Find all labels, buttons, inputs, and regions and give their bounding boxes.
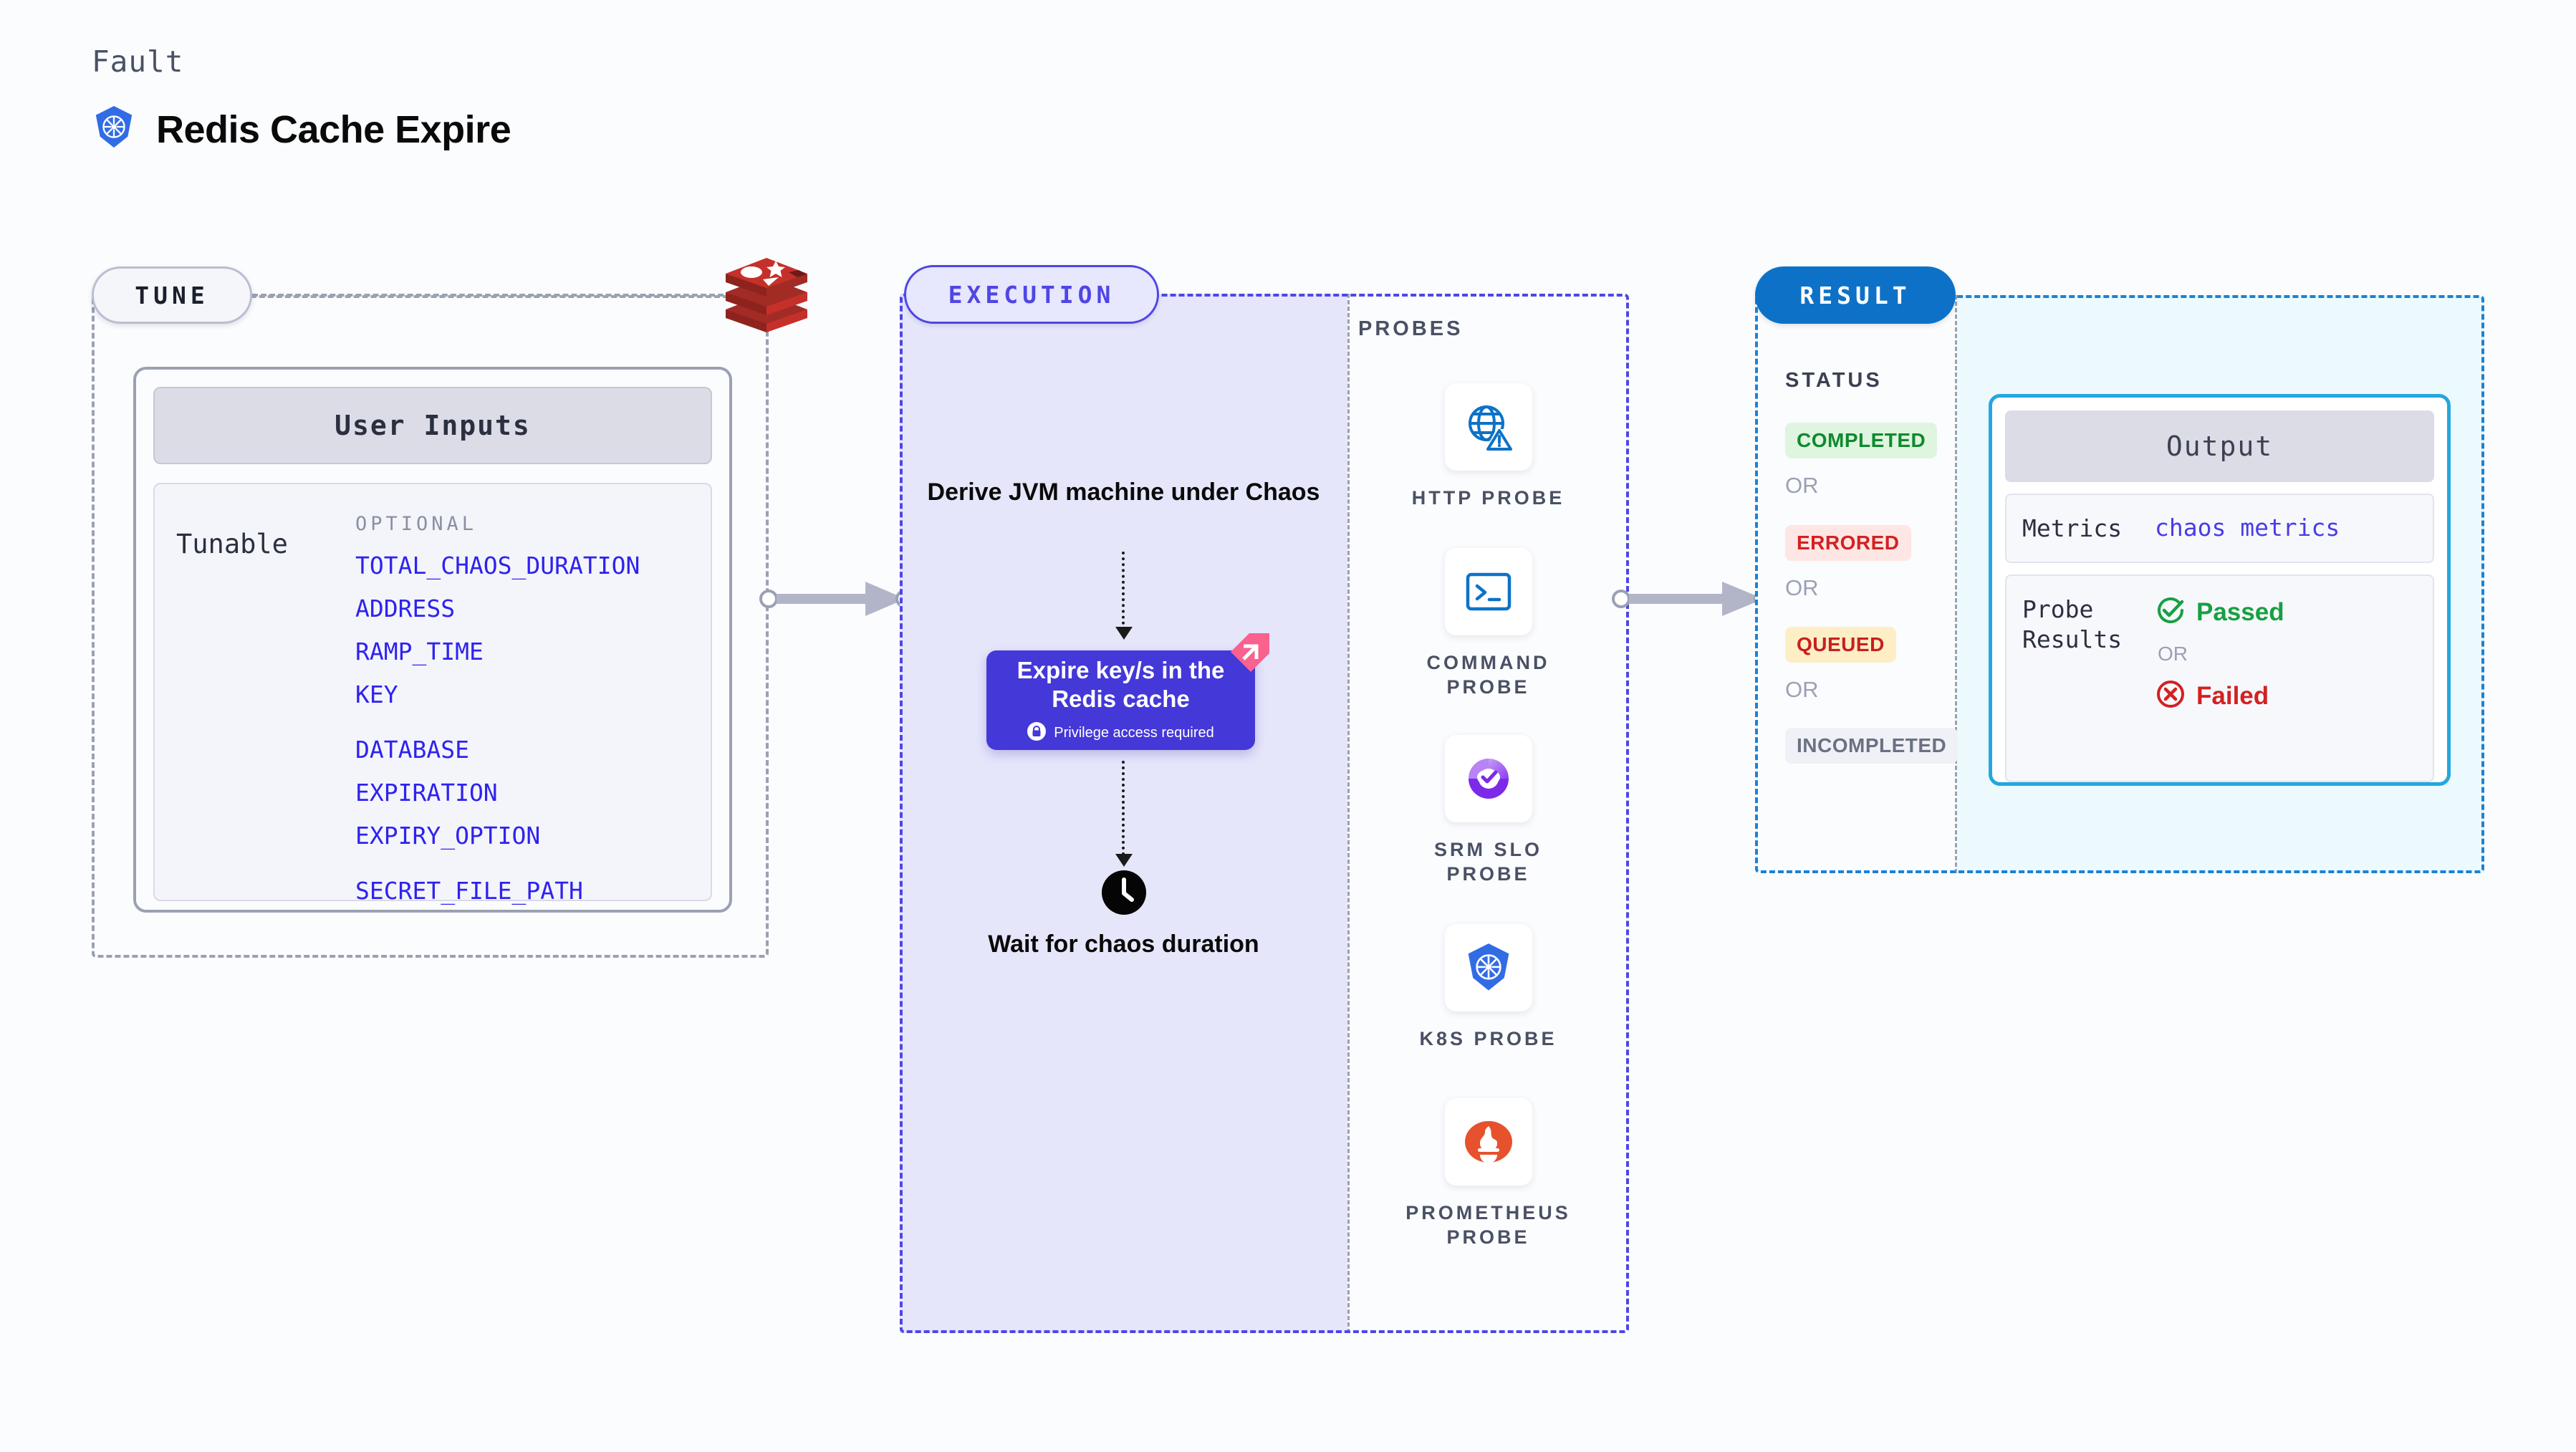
tunable-label: Tunable (176, 529, 288, 559)
user-inputs-card: User Inputs Tunable OPTIONAL TOTAL_CHAOS… (133, 367, 732, 913)
tunable-item[interactable]: EXPIRATION (355, 779, 498, 807)
output-header: Output (2005, 410, 2434, 482)
probe-srm-slo[interactable]: SRM SLO PROBE (1347, 735, 1629, 887)
status-badge-errored: ERRORED (1785, 525, 1911, 561)
status-badge-completed: COMPLETED (1785, 423, 1938, 458)
probe-results-key: Probe Results (2022, 595, 2123, 653)
probe-k8s[interactable]: K8S PROBE (1347, 924, 1629, 1052)
prometheus-icon (1444, 1098, 1532, 1186)
status-or-3: OR (1785, 677, 1819, 702)
action-card-title: Expire key/s in the Redis cache (1017, 656, 1225, 712)
tunable-item[interactable]: RAMP_TIME (355, 638, 484, 665)
output-card: Output Metrics chaos metrics Probe Resul… (1989, 394, 2451, 786)
tunable-item[interactable]: TOTAL_CHAOS_DURATION (355, 552, 640, 580)
terminal-icon (1444, 548, 1532, 635)
page-title: Redis Cache Expire (156, 107, 511, 151)
result-failed: Failed (2155, 678, 2284, 713)
ribbon-icon (1228, 630, 1272, 675)
execution-panel (900, 294, 1629, 1333)
optional-label: OPTIONAL (355, 513, 478, 535)
failed-label: Failed (2196, 681, 2269, 710)
check-circle-icon (2155, 595, 2186, 630)
srm-slo-icon (1444, 735, 1532, 822)
probe-label: HTTP PROBE (1411, 487, 1565, 509)
probe-results-row: Probe Results Passed OR (2005, 574, 2434, 783)
derive-jvm-text: Derive JVM machine under Chaos (927, 479, 1320, 506)
kubernetes-icon (92, 105, 136, 154)
privilege-badge: Privilege access required (1027, 722, 1214, 744)
tunable-item[interactable]: ADDRESS (355, 595, 456, 622)
connector-tune-to-execution (759, 577, 914, 620)
status-badge-queued: QUEUED (1785, 627, 1896, 663)
tune-panel (92, 295, 769, 958)
probes-title: PROBES (1358, 317, 1464, 340)
x-circle-icon (2155, 678, 2186, 713)
flow-line-2 (1122, 761, 1125, 855)
tunable-panel: Tunable OPTIONAL TOTAL_CHAOS_DURATION AD… (153, 483, 712, 905)
probe-results-values: Passed OR Failed (2155, 595, 2284, 713)
clock-icon (1101, 870, 1146, 918)
title-row: Redis Cache Expire (92, 105, 511, 154)
tunable-item[interactable]: SECRET_FILE_PATH (355, 877, 583, 905)
tunable-item[interactable]: KEY (355, 681, 398, 708)
metrics-key: Metrics (2022, 514, 2123, 542)
execution-pill[interactable]: EXECUTION (904, 265, 1159, 324)
flow-line-1 (1122, 552, 1125, 630)
result-passed: Passed (2155, 595, 2284, 630)
probe-http[interactable]: HTTP PROBE (1347, 383, 1629, 511)
fault-eyebrow: Fault (92, 44, 184, 79)
globe-warning-icon (1444, 383, 1532, 471)
kubernetes-icon (1444, 924, 1532, 1011)
metrics-row: Metrics chaos metrics (2005, 494, 2434, 564)
probe-or: OR (2158, 643, 2188, 665)
passed-label: Passed (2196, 597, 2284, 626)
flow-arrow-1 (1115, 627, 1133, 640)
result-status-area (1755, 295, 1957, 873)
tune-pill[interactable]: TUNE (92, 266, 252, 324)
result-panel (1755, 295, 2484, 873)
redis-logo (720, 252, 813, 338)
metrics-value[interactable]: chaos metrics (2155, 514, 2340, 542)
probe-label: K8S PROBE (1419, 1028, 1557, 1049)
result-pill[interactable]: RESULT (1755, 266, 1956, 324)
wait-node: Wait for chaos duration (900, 870, 1347, 960)
status-badge-incompleted: INCOMPLETED (1785, 728, 1959, 764)
tunable-item[interactable]: EXPIRY_OPTION (355, 822, 541, 850)
tunable-list: OPTIONAL TOTAL_CHAOS_DURATION ADDRESS RA… (355, 513, 640, 905)
status-title: STATUS (1785, 369, 1883, 392)
wait-text: Wait for chaos duration (988, 931, 1259, 958)
tunable-item[interactable]: DATABASE (355, 736, 469, 764)
page-header: Fault Redis Cache Expire (92, 44, 511, 154)
connector-execution-to-result (1612, 577, 1772, 620)
lock-icon (1027, 722, 1047, 744)
status-or-1: OR (1785, 473, 1819, 498)
probe-label: PROMETHEUS PROBE (1405, 1202, 1571, 1248)
user-inputs-header: User Inputs (153, 387, 712, 464)
probe-label: SRM SLO PROBE (1433, 839, 1542, 885)
probe-label: COMMAND PROBE (1426, 652, 1550, 698)
flow-arrow-2 (1115, 854, 1133, 867)
action-card[interactable]: Expire key/s in the Redis cache Privileg… (986, 650, 1255, 750)
probe-prometheus[interactable]: PROMETHEUS PROBE (1347, 1098, 1629, 1250)
privilege-text: Privilege access required (1054, 725, 1214, 741)
probe-command[interactable]: COMMAND PROBE (1347, 548, 1629, 700)
status-or-2: OR (1785, 575, 1819, 600)
